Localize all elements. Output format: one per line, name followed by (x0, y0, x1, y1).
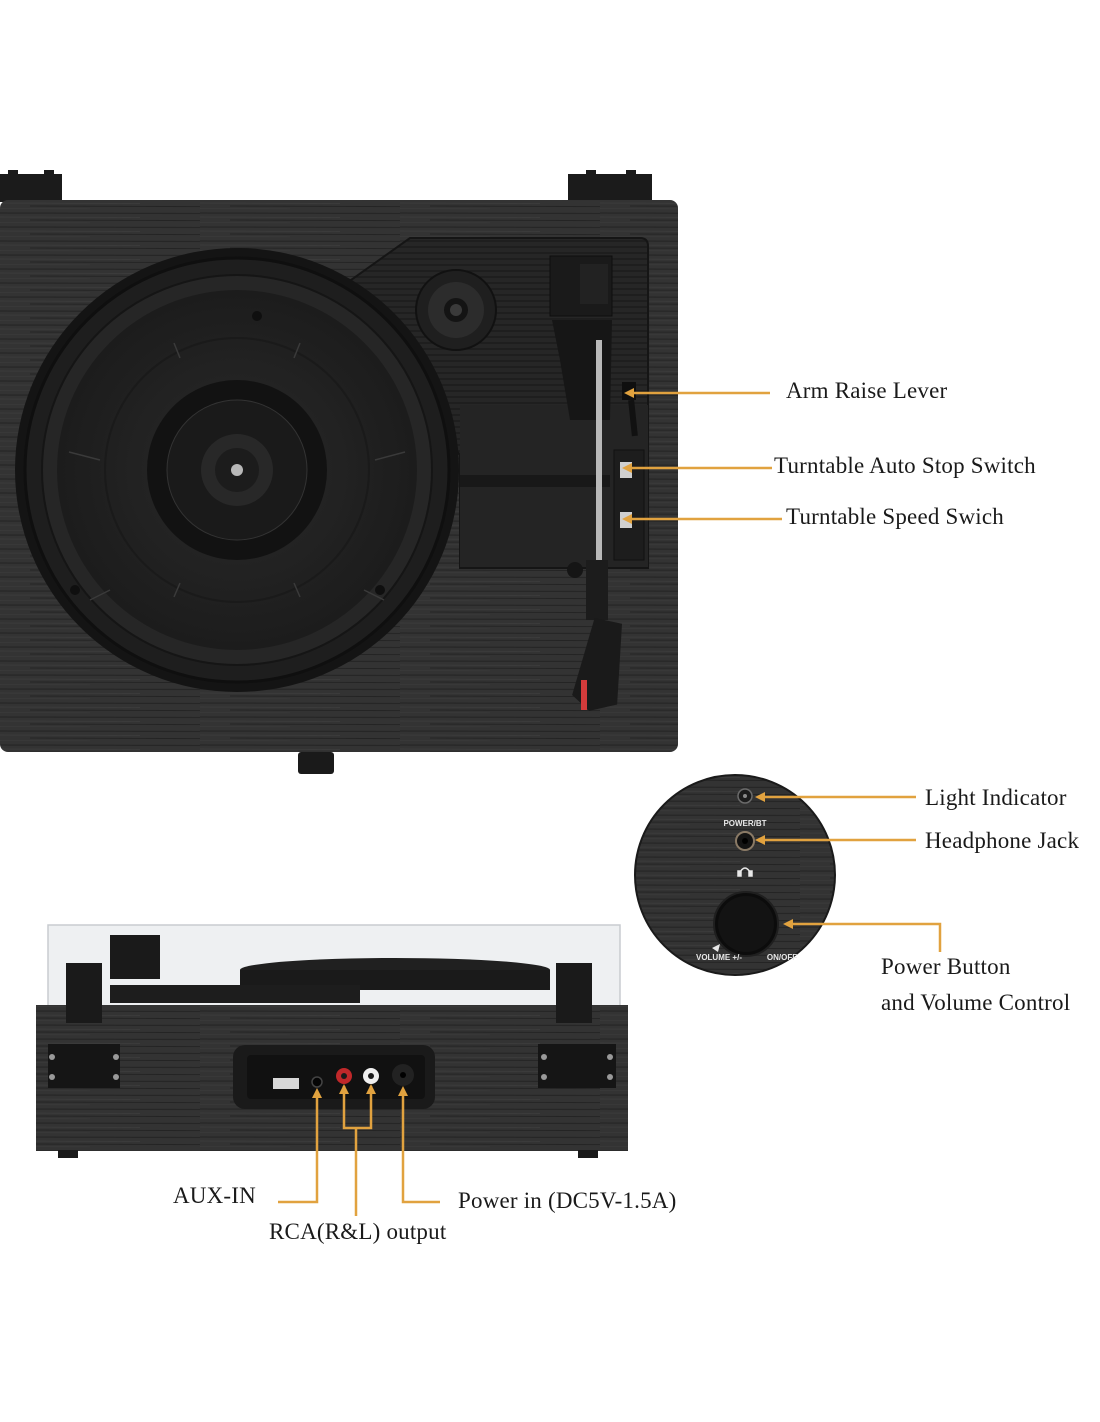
top-callout-arrows (622, 388, 634, 524)
rear-hinge-right (538, 963, 616, 1088)
platter (15, 248, 459, 692)
top-callout-lines (628, 391, 782, 521)
front-knob (298, 752, 334, 774)
hinge-top-right (568, 170, 652, 202)
turntable-rear-view (36, 924, 628, 1158)
rear-hinge-left (48, 963, 120, 1088)
label-rca-output: RCA(R&L) output (269, 1219, 447, 1244)
tonearm (549, 255, 623, 711)
rear-callout-lines (278, 1086, 440, 1216)
label-volume-control: and Volume Control (881, 990, 1071, 1015)
headphone-jack[interactable] (735, 831, 755, 851)
light-indicator (737, 788, 753, 804)
usb-port[interactable] (273, 1078, 299, 1089)
hinge-top-left (0, 170, 62, 202)
side-control-panel: POWER/BT VOLUME +/- ON/OFF (634, 774, 836, 976)
volume-text: VOLUME +/- (696, 953, 742, 962)
label-light-indicator: Light Indicator (925, 785, 1067, 810)
label-aux-in: AUX-IN (173, 1183, 256, 1208)
side-callout-lines (760, 795, 942, 952)
side-callout-arrows (755, 792, 793, 929)
aux-in-port[interactable] (311, 1076, 323, 1088)
label-headphone-jack: Headphone Jack (925, 828, 1080, 853)
rear-callout-arrows (312, 1084, 408, 1098)
label-auto-stop-switch: Turntable Auto Stop Switch (774, 453, 1036, 478)
label-speed-switch: Turntable Speed Swich (786, 504, 1005, 529)
headphones-icon (737, 867, 753, 877)
power-bt-text: POWER/BT (723, 819, 766, 828)
label-power-in: Power in (DC5V-1.5A) (458, 1188, 677, 1213)
label-power-button: Power Button (881, 954, 1011, 979)
adapter-45 (415, 269, 497, 351)
power-volume-knob[interactable] (713, 891, 779, 957)
on-off-text: ON/OFF (767, 953, 797, 962)
label-arm-raise-lever: Arm Raise Lever (786, 378, 948, 403)
